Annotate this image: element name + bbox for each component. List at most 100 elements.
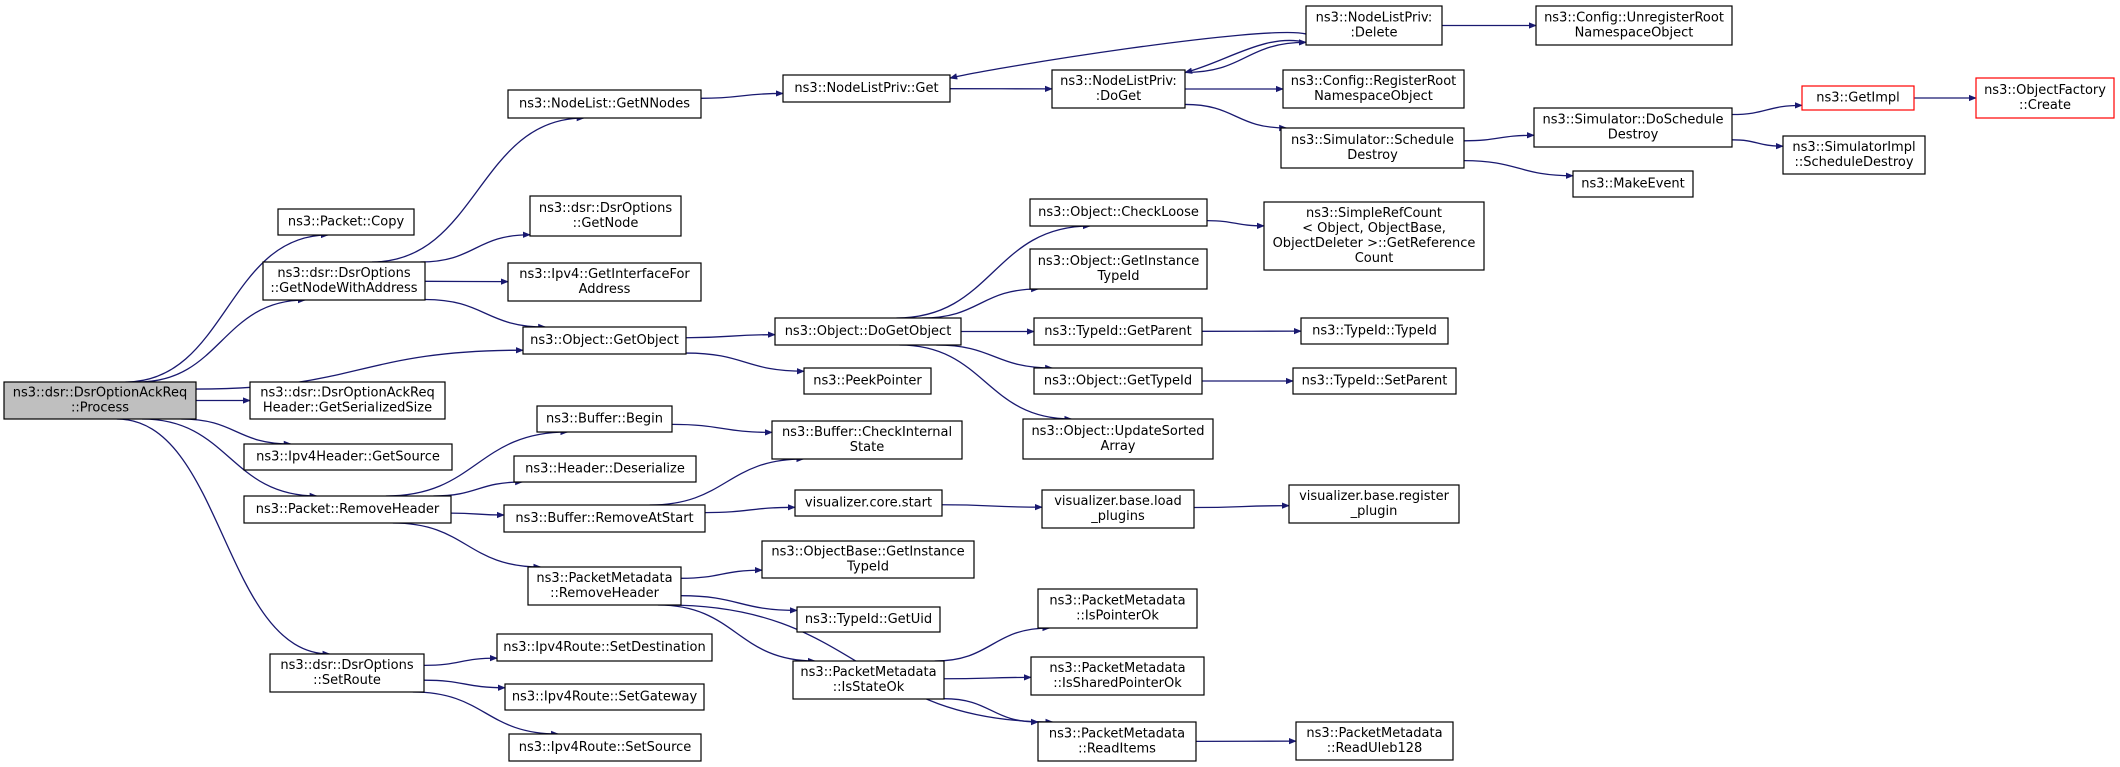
node-label: ns3::PacketMetadata	[1049, 661, 1185, 676]
edge-gnwa-to-getnode	[420, 231, 531, 263]
node-box	[507, 262, 702, 302]
node-label: ns3::NodeListPriv::Get	[794, 81, 938, 96]
node-mev[interactable]: ns3::MakeEvent	[1572, 170, 1694, 198]
edge-vcs-to-vblp	[941, 503, 1043, 511]
node-srgrc[interactable]: ns3::SimpleRefCount< Object, ObjectBase,…	[1263, 201, 1485, 271]
node-gsrc[interactable]: ns3::Ipv4Header::GetSource	[243, 443, 453, 471]
node-label: ns3::NodeListPriv:	[1060, 74, 1177, 89]
node-gnn[interactable]: ns3::NodeList::GetNNodes	[507, 89, 702, 119]
node-box	[1263, 201, 1485, 271]
node-label: ns3::Ipv4Route::SetGateway	[512, 690, 698, 705]
node-tiduid[interactable]: ns3::TypeId::GetUid	[796, 606, 941, 633]
node-label: ns3::Packet::RemoveHeader	[256, 502, 440, 517]
node-label: TypeId	[846, 560, 889, 575]
node-nlpdg[interactable]: ns3::NodeListPriv::DoGet	[1051, 69, 1186, 109]
edge-sdsd-to-gimpl	[1731, 102, 1803, 116]
node-label: _plugins	[1090, 509, 1145, 524]
edge-root-to-pcopy	[125, 231, 329, 383]
node-sisd[interactable]: ns3::SimulatorImpl::ScheduleDestroy	[1782, 135, 1926, 175]
node-label: ::ReadUleb128	[1327, 741, 1423, 756]
node-getobj[interactable]: ns3::Object::GetObject	[522, 326, 687, 355]
edge-root-to-setroute	[116, 418, 331, 658]
node-label: ::ScheduleDestroy	[1794, 155, 1913, 170]
node-pmiso[interactable]: ns3::PacketMetadata::IsStateOk	[792, 660, 945, 700]
node-ofc[interactable]: ns3::ObjectFactory::Create	[1975, 77, 2115, 119]
node-label: :Delete	[1350, 26, 1397, 41]
node-ogtid[interactable]: ns3::Object::GetTypeId	[1033, 367, 1203, 395]
node-rmh[interactable]: ns3::Packet::RemoveHeader	[243, 495, 452, 524]
node-label: ObjectDeleter >::GetReference	[1273, 236, 1476, 251]
edge-vblp-to-vbrp	[1193, 502, 1290, 509]
node-gimpl[interactable]: ns3::GetImpl	[1801, 85, 1915, 111]
node-nlpdel[interactable]: ns3::NodeListPriv::Delete	[1305, 5, 1443, 46]
node-box	[774, 317, 962, 346]
node-box	[1292, 367, 1457, 395]
node-gnwa[interactable]: ns3::dsr::DsrOptions::GetNodeWithAddress	[262, 261, 426, 301]
node-label: ns3::Buffer::Begin	[546, 412, 663, 427]
node-pcopy[interactable]: ns3::Packet::Copy	[277, 208, 415, 236]
node-label: ns3::Object::GetInstance	[1038, 254, 1200, 269]
node-label: ns3::PacketMetadata	[1049, 727, 1185, 742]
node-tgp[interactable]: ns3::TypeId::GetParent	[1033, 317, 1203, 346]
node-getnode[interactable]: ns3::dsr::DsrOptions::GetNode	[529, 195, 682, 237]
node-label: ::GetNode	[573, 216, 639, 231]
node-label: ns3::Ipv4Route::SetDestination	[503, 640, 706, 655]
node-vcs[interactable]: visualizer.core.start	[794, 489, 943, 517]
node-ssd[interactable]: ns3::Simulator::ScheduleDestroy	[1280, 127, 1465, 169]
node-box	[1535, 5, 1733, 46]
node-tidsp[interactable]: ns3::TypeId::SetParent	[1292, 367, 1457, 395]
node-setgw[interactable]: ns3::Ipv4Route::SetGateway	[504, 683, 705, 711]
node-vbrp[interactable]: visualizer.base.register_plugin	[1288, 484, 1460, 524]
node-label: Array	[1100, 439, 1135, 454]
node-tidtid[interactable]: ns3::TypeId::TypeId	[1300, 317, 1449, 345]
node-box	[513, 455, 697, 483]
node-bras[interactable]: ns3::Buffer::RemoveAtStart	[503, 504, 706, 533]
node-hdeser[interactable]: ns3::Header::Deserialize	[513, 455, 697, 483]
node-bbegin[interactable]: ns3::Buffer::Begin	[536, 405, 673, 433]
node-setdest[interactable]: ns3::Ipv4Route::SetDestination	[496, 633, 713, 662]
edge-getobj-to-peek	[685, 352, 805, 375]
node-curno[interactable]: ns3::Config::UnregisterRootNamespaceObje…	[1535, 5, 1733, 46]
node-setroute[interactable]: ns3::dsr::DsrOptions::SetRoute	[269, 653, 425, 693]
node-pmipo[interactable]: ns3::PacketMetadata::IsPointerOk	[1037, 588, 1198, 629]
node-pmispo[interactable]: ns3::PacketMetadata::IsSharedPointerOk	[1030, 656, 1205, 696]
node-ocl[interactable]: ns3::Object::CheckLoose	[1029, 198, 1208, 227]
edge-rmh-to-pmrh	[392, 522, 542, 571]
node-setsrc[interactable]: ns3::Ipv4Route::SetSource	[508, 733, 702, 762]
node-root[interactable]: ns3::dsr::DsrOptionAckReq::Process	[3, 381, 197, 420]
edge-rmh-to-hdeser	[433, 478, 524, 497]
node-label: ns3::NodeListPriv:	[1316, 11, 1433, 26]
node-label: ::IsStateOk	[833, 680, 905, 695]
node-label: ns3::PacketMetadata	[800, 665, 936, 680]
edge-root-to-rmh	[142, 418, 318, 500]
node-box	[243, 443, 453, 471]
node-box	[536, 405, 673, 433]
node-gss[interactable]: ns3::dsr::DsrOptionAckReqHeader::GetSeri…	[249, 381, 446, 420]
node-dgo[interactable]: ns3::Object::DoGetObject	[774, 317, 962, 346]
node-box	[1975, 77, 2115, 119]
edge-bras-to-vcs	[704, 504, 796, 514]
node-label: ns3::Simulator::Schedule	[1291, 133, 1454, 148]
node-box	[527, 566, 682, 606]
edge-setroute-to-setsrc	[412, 691, 560, 738]
node-vblp[interactable]: visualizer.base.load_plugins	[1041, 489, 1195, 529]
node-label: ns3::dsr::DsrOptions	[277, 266, 410, 281]
node-label: ns3::PacketMetadata	[1049, 594, 1185, 609]
node-pmru[interactable]: ns3::PacketMetadata::ReadUleb128	[1295, 721, 1454, 761]
node-pmri[interactable]: ns3::PacketMetadata::ReadItems	[1037, 721, 1197, 762]
node-peek[interactable]: ns3::PeekPointer	[803, 367, 932, 395]
node-box	[243, 495, 452, 524]
node-label: ns3::PacketMetadata	[1306, 726, 1442, 741]
node-nlpget[interactable]: ns3::NodeListPriv::Get	[782, 74, 951, 103]
node-pmrh[interactable]: ns3::PacketMetadata::RemoveHeader	[527, 566, 682, 606]
edge-pmrh-to-pmiso	[657, 604, 816, 665]
edge-bras-to-bcis	[649, 455, 805, 506]
node-box	[1022, 418, 1214, 460]
